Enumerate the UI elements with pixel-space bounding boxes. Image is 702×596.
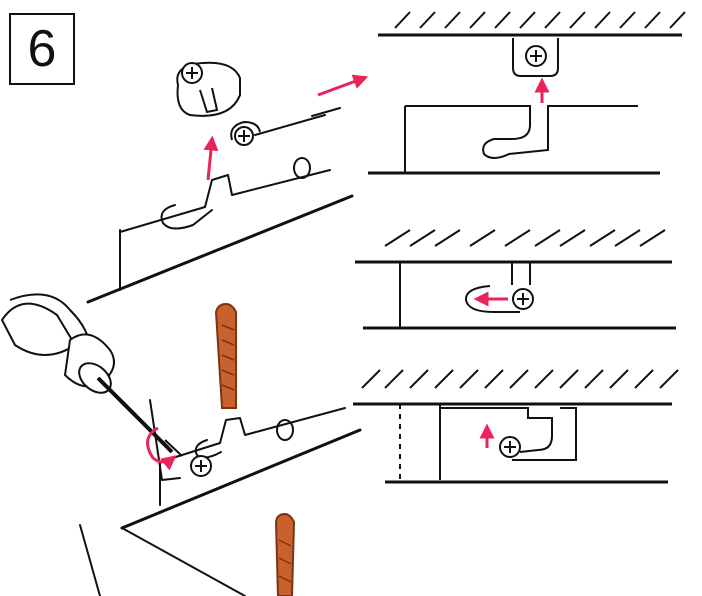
detail-panel-3 <box>353 369 679 484</box>
pink-arrow-icon <box>317 74 369 97</box>
detail-panel-2 <box>355 229 676 330</box>
phillips-screw-icon <box>190 455 212 477</box>
pink-arrow-icon <box>203 135 219 181</box>
bracket-screw <box>176 61 261 146</box>
lower-panel <box>79 399 362 596</box>
screwdriver-icon <box>0 293 183 457</box>
rotation-arrow-icon <box>146 426 177 471</box>
phillips-screw-icon <box>499 436 521 458</box>
phillips-screw-icon <box>181 62 203 84</box>
step-number: 6 <box>27 20 57 78</box>
phillips-screw-icon <box>525 45 547 67</box>
main-assembly <box>0 61 369 596</box>
wooden-dowel-icon <box>214 302 237 409</box>
wooden-dowel-icon <box>274 512 296 596</box>
step-number-box: 6 <box>9 13 75 85</box>
detail-panel-1 <box>368 11 686 175</box>
upper-panel <box>86 107 354 304</box>
phillips-screw-icon <box>512 288 534 310</box>
